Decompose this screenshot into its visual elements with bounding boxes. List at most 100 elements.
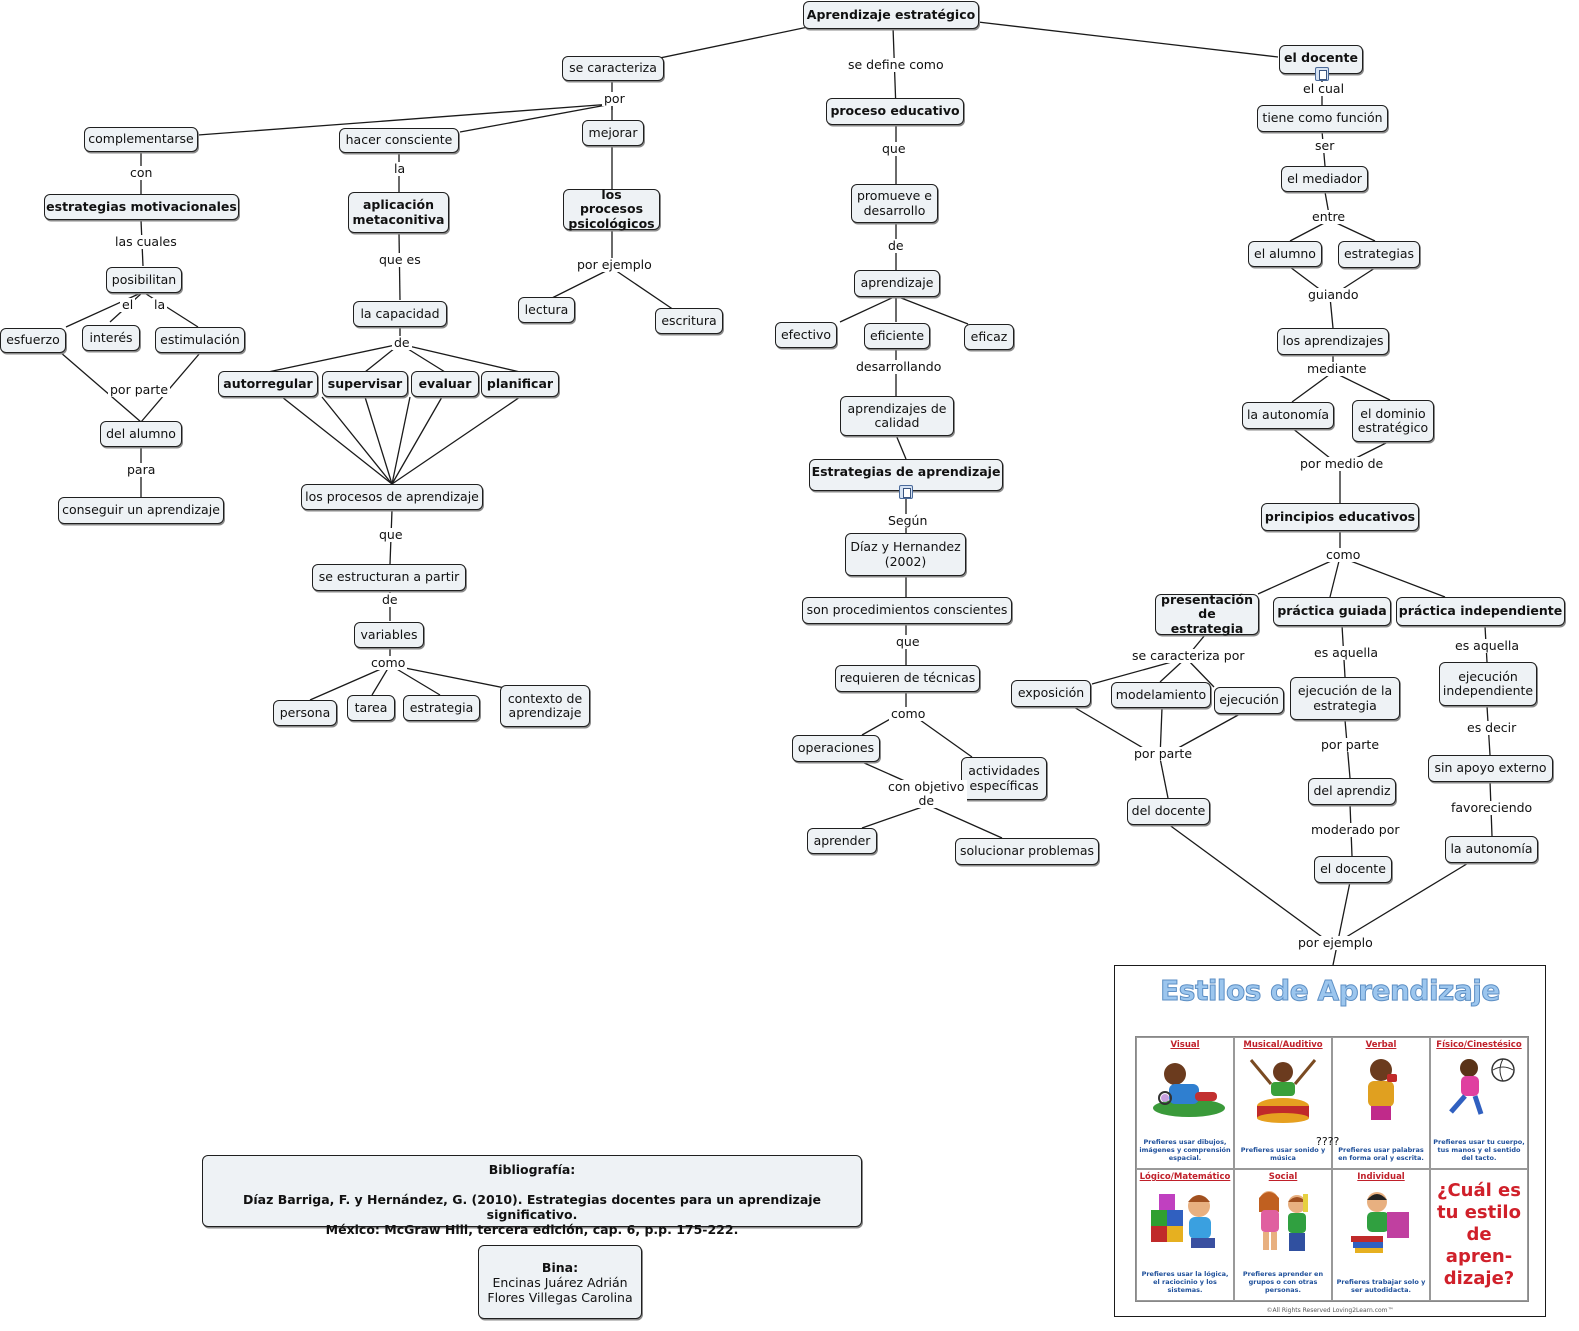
link-es-aquella-guiada: es aquella [1312, 645, 1380, 660]
node-operaciones[interactable]: operaciones [792, 735, 880, 762]
node-esfuerzo[interactable]: esfuerzo [0, 328, 66, 353]
poster-cell-title: Individual [1357, 1172, 1405, 1182]
node-persona[interactable]: persona [273, 700, 337, 726]
node-exposicion[interactable]: exposición [1011, 680, 1091, 707]
poster-cell-desc: Prefieres trabajar solo y ser autodidact… [1336, 1278, 1426, 1294]
node-modelamiento[interactable]: modelamiento [1111, 682, 1211, 708]
poster-cell-desc: Prefieres usar palabras en forma oral y … [1338, 1146, 1424, 1162]
node-estrategias[interactable]: estrategias [1338, 241, 1420, 268]
link-el-cual: el cual [1301, 81, 1347, 96]
link-de-variables: de [380, 592, 400, 607]
poster-cell-title: Físico/Cinestésico [1436, 1040, 1522, 1050]
node-variables[interactable]: variables [354, 622, 424, 648]
node-estimulacion[interactable]: estimulación [155, 327, 245, 353]
link-con: con [128, 165, 155, 180]
node-la-autonomia-final[interactable]: la autonomía [1445, 836, 1538, 863]
node-aplicacion-metaconitiva[interactable]: aplicación metaconitiva [348, 192, 449, 233]
link-de: de [392, 335, 412, 350]
link-segun: Según [886, 513, 930, 528]
node-se-estructuran[interactable]: se estructuran a partir [312, 564, 466, 591]
node-aprender[interactable]: aprender [807, 828, 877, 854]
node-ejecucion[interactable]: ejecución [1214, 687, 1284, 714]
link-la-metacognitiva: la [392, 161, 408, 176]
node-el-alumno[interactable]: el alumno [1248, 241, 1322, 267]
node-proceso-educativo[interactable]: proceso educativo [826, 98, 964, 125]
link-que-requieren: que [894, 634, 922, 649]
node-conseguir-aprendizaje[interactable]: conseguir un aprendizaje [58, 497, 224, 524]
bibliography-line-2: México: McGraw Hill, tercera edición, ca… [325, 1222, 739, 1237]
link-se-define-como: se define como [846, 57, 946, 72]
node-diaz-hernandez[interactable]: Díaz y Hernandez (2002) [845, 533, 966, 576]
node-tarea[interactable]: tarea [347, 695, 395, 721]
root-node-aprendizaje-estrategico[interactable]: Aprendizaje estratégico [803, 1, 979, 29]
node-interes[interactable]: interés [82, 325, 140, 351]
link-guiando: guiando [1306, 287, 1361, 302]
node-escritura[interactable]: escritura [655, 308, 723, 334]
node-del-aprendiz[interactable]: del aprendiz [1308, 778, 1396, 805]
bina-box[interactable]: Bina: Encinas Juárez Adrián Flores Ville… [478, 1245, 642, 1319]
poster-cell-title: Social [1268, 1172, 1298, 1182]
node-estrategias-motivacionales[interactable]: estrategias motivacionales [44, 194, 239, 220]
link-ser: ser [1313, 138, 1337, 153]
node-son-procedimientos[interactable]: son procedimientos conscientes [802, 597, 1012, 624]
node-complementarse[interactable]: complementarse [84, 127, 198, 152]
node-evaluar[interactable]: evaluar [411, 371, 479, 397]
poster-cell-musical: Musical/Auditivo Prefieres usar sonido y… [1234, 1037, 1332, 1169]
link-es-aquella-independiente: es aquella [1453, 638, 1521, 653]
link-para: para [125, 462, 158, 477]
node-actividades-especificas[interactable]: actividades específicas [961, 757, 1047, 800]
node-el-docente-moderador[interactable]: el docente [1314, 856, 1392, 883]
node-posibilitan[interactable]: posibilitan [106, 267, 182, 293]
node-principios-educativos[interactable]: principios educativos [1261, 503, 1419, 531]
node-supervisar[interactable]: supervisar [322, 371, 408, 397]
node-practica-independiente[interactable]: práctica independiente [1396, 597, 1565, 626]
node-requieren-tecnicas[interactable]: requieren de técnicas [835, 665, 980, 692]
bibliography-box[interactable]: Bibliografía: Díaz Barriga, F. y Hernánd… [202, 1155, 862, 1237]
node-contexto-aprendizaje[interactable]: contexto de aprendizaje [500, 685, 590, 727]
node-hacer-consciente[interactable]: hacer consciente [339, 128, 459, 153]
node-practica-guiada[interactable]: práctica guiada [1273, 597, 1391, 626]
poster-cell-desc: Prefieres usar la lógica, el raciocinio … [1141, 1270, 1229, 1294]
node-dominio-estrategico[interactable]: el dominio estratégico [1352, 400, 1434, 442]
node-el-mediador[interactable]: el mediador [1281, 166, 1368, 192]
node-del-alumno[interactable]: del alumno [100, 421, 182, 447]
link-la: la [152, 297, 168, 312]
node-ejecucion-estrategia[interactable]: ejecución de la estrategia [1290, 677, 1400, 720]
node-del-docente[interactable]: del docente [1127, 798, 1210, 825]
resource-attachment-icon-docente[interactable] [1315, 67, 1329, 81]
node-lectura[interactable]: lectura [518, 297, 575, 323]
node-mejorar[interactable]: mejorar [582, 120, 644, 146]
node-ejecucion-independiente[interactable]: ejecución independiente [1439, 662, 1537, 706]
node-promueve-desarrollo[interactable]: promueve e desarrollo [851, 184, 938, 223]
child-reading-icon [1351, 1192, 1409, 1253]
link-moderado-por: moderado por [1309, 822, 1402, 837]
node-procesos-psicologicos[interactable]: los procesos psicológicos [563, 187, 660, 231]
link-que-promueve: que [880, 141, 908, 156]
node-eficaz[interactable]: eficaz [964, 324, 1014, 350]
node-la-autonomia[interactable]: la autonomía [1242, 402, 1334, 429]
poster-cell-social: Social Prefieres aprender en grupos o co… [1234, 1169, 1332, 1301]
node-estrategia[interactable]: estrategia [403, 695, 480, 721]
poster-cell-individual: Individual Prefieres trabajar solo y ser… [1332, 1169, 1430, 1301]
node-la-capacidad[interactable]: la capacidad [353, 301, 447, 327]
node-tiene-funcion[interactable]: tiene como función [1257, 105, 1388, 132]
link-con-objetivo-de: con objetivo de [886, 779, 967, 808]
node-procesos-aprendizaje[interactable]: los procesos de aprendizaje [301, 484, 483, 510]
child-blocks-icon [1151, 1194, 1215, 1248]
link-por-ejemplo: por ejemplo [575, 257, 654, 272]
node-aprendizajes-calidad[interactable]: aprendizajes de calidad [840, 396, 954, 436]
node-se-caracteriza[interactable]: se caracteriza [562, 56, 664, 81]
poster-cell-question: ¿Cuál es tu estilo de apren-dizaje? [1430, 1169, 1528, 1301]
resource-attachment-icon[interactable] [899, 485, 913, 499]
node-presentacion-estrategia[interactable]: presentación de estrategia [1155, 592, 1259, 636]
node-solucionar-problemas[interactable]: solucionar problemas [955, 838, 1099, 865]
node-los-aprendizajes[interactable]: los aprendizajes [1277, 328, 1389, 355]
node-autorregular[interactable]: autorregular [218, 371, 318, 397]
node-aprendizaje[interactable]: aprendizaje [854, 270, 940, 297]
node-planificar[interactable]: planificar [481, 371, 559, 397]
bina-member-2: Flores Villegas Carolina [487, 1290, 633, 1305]
node-sin-apoyo-externo[interactable]: sin apoyo externo [1428, 755, 1553, 782]
node-efectivo[interactable]: efectivo [775, 322, 837, 348]
node-eficiente[interactable]: eficiente [864, 323, 930, 349]
bina-heading: Bina: [541, 1260, 579, 1275]
